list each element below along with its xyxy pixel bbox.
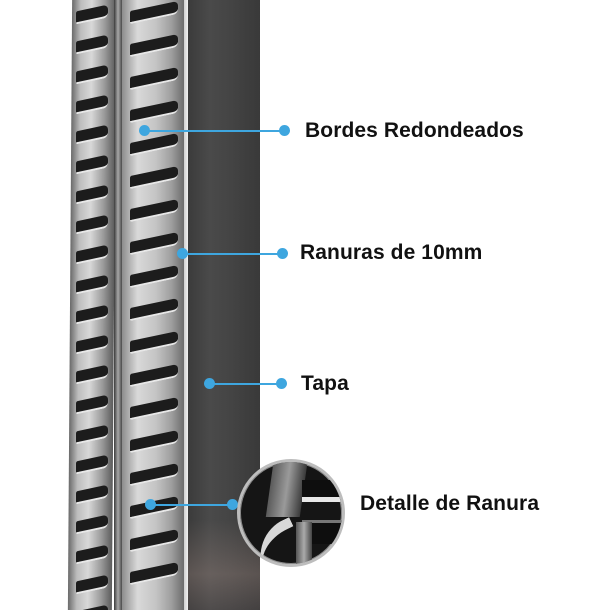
callout-point-icon [177, 248, 188, 259]
callout-end-icon [276, 378, 287, 389]
callout-line-slots [182, 253, 282, 255]
callout-line-cover [209, 383, 281, 385]
detail-edge [296, 522, 312, 564]
callout-point-icon [145, 499, 156, 510]
label-rounded-edges: Bordes Redondeados [305, 119, 524, 142]
rail-gap [114, 0, 122, 610]
callout-line-slot-detail [150, 504, 232, 506]
callout-end-icon [279, 125, 290, 136]
label-slots-10mm: Ranuras de 10mm [300, 241, 483, 264]
callout-end-icon [227, 499, 238, 510]
slot-detail-magnifier [237, 459, 345, 567]
label-slot-detail: Detalle de Ranura [360, 492, 540, 515]
callout-point-icon [204, 378, 215, 389]
label-cover: Tapa [301, 372, 349, 395]
detail-slot-upper [302, 480, 342, 502]
callout-point-icon [139, 125, 150, 136]
callout-end-icon [277, 248, 288, 259]
cable-organizer [67, 0, 260, 610]
callout-line-rounded-edges [144, 130, 284, 132]
